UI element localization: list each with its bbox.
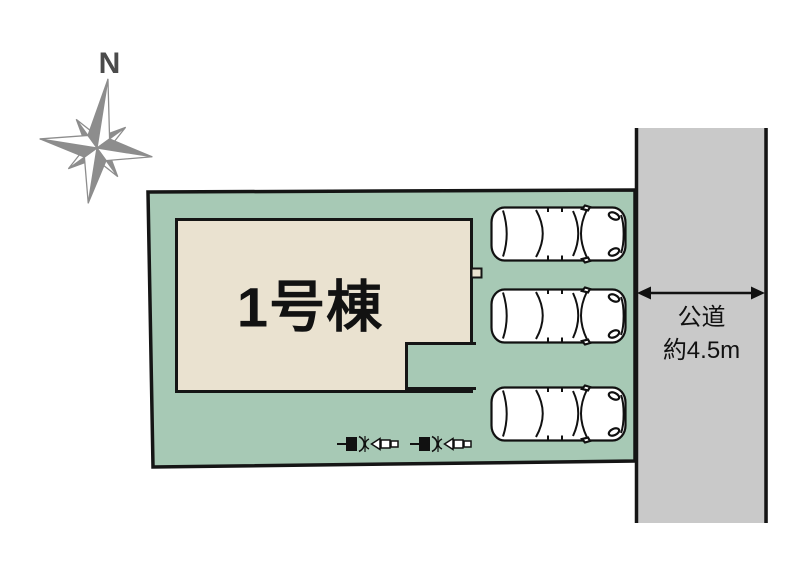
building-label: 1号棟	[236, 275, 384, 339]
car-top-view-icon	[490, 204, 627, 264]
road-width-label: 約4.5m	[662, 337, 741, 364]
road-surface	[635, 128, 768, 523]
building-footprint	[175, 218, 483, 393]
compass-rose-icon	[39, 78, 153, 204]
road-area	[634, 128, 768, 523]
car-top-view-icon	[490, 384, 627, 444]
road-width-arrow	[637, 286, 765, 300]
building-notch-outline	[405, 342, 476, 390]
road-type-label: 公道	[677, 304, 726, 331]
road-label: 公道 約4.5m	[636, 301, 767, 367]
building-entry-tab	[470, 267, 483, 279]
building-notch	[406, 344, 476, 388]
compass-north-label: N	[98, 47, 122, 80]
car-top-view-icon	[490, 286, 627, 346]
